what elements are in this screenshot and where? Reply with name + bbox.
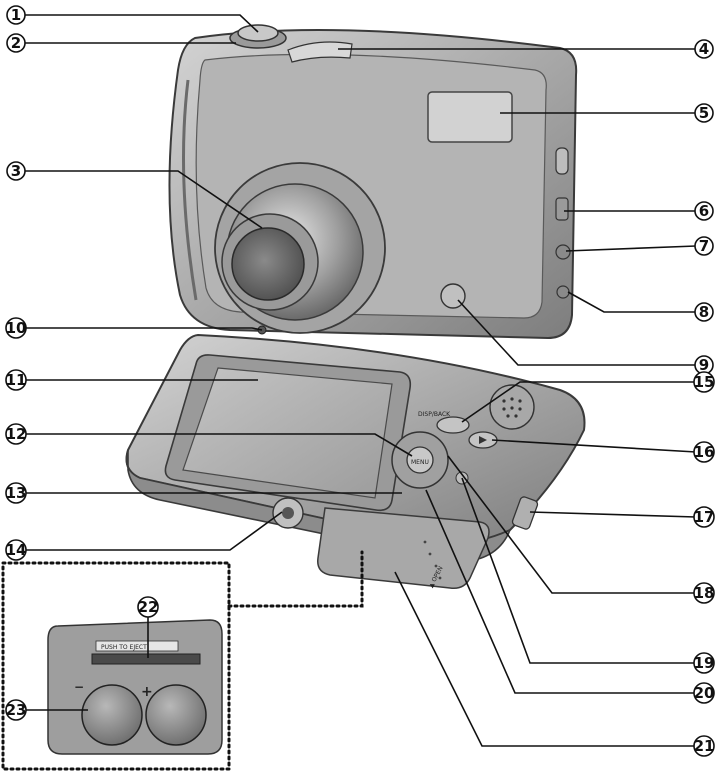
menu-ok-button (406, 446, 434, 474)
callout-5-number: 5 (699, 104, 709, 122)
callout-5: 5 (694, 103, 714, 123)
play-icon (479, 436, 487, 444)
callout-15: 15 (693, 371, 715, 393)
menu-ok-glyph: MENU (411, 459, 429, 466)
callout-6: 6 (694, 201, 714, 221)
callout-18-number: 18 (694, 584, 715, 602)
card-slot (91, 653, 201, 665)
leader-15 (461, 381, 696, 423)
callout-18: 18 (693, 582, 715, 604)
callout-13: 13 (5, 482, 27, 504)
callout-10: 10 (5, 317, 27, 339)
callout-19-number: 19 (694, 654, 715, 672)
leader-19 (461, 477, 696, 664)
callout-4: 4 (694, 39, 714, 59)
callout-12: 12 (5, 423, 27, 445)
callout-10-number: 10 (6, 319, 27, 337)
open-dots (423, 540, 442, 580)
callout-17: 17 (693, 506, 715, 528)
callout-16: 16 (693, 441, 715, 463)
callout-14-number: 14 (6, 541, 27, 559)
push-to-eject-label-bg (95, 640, 179, 652)
callout-12-number: 12 (6, 425, 27, 443)
callout-17-number: 17 (694, 508, 715, 526)
callout-15-number: 15 (694, 373, 715, 391)
inset-dotted-frame (1, 561, 231, 771)
callout-13-number: 13 (6, 484, 27, 502)
callout-20-number: 20 (694, 684, 715, 702)
callout-3-number: 3 (11, 162, 21, 180)
callout-3: 3 (6, 161, 26, 181)
callout-22: 22 (137, 596, 159, 618)
leader-16 (491, 439, 697, 453)
leader-21 (394, 571, 696, 747)
leader-3 (24, 170, 263, 229)
av-connector (555, 244, 571, 260)
callout-23-number: 23 (6, 701, 27, 719)
callout-1-number: 1 (11, 6, 21, 24)
tripod-mount-hole (282, 507, 294, 519)
viewfinder-window (427, 91, 513, 143)
battery-cover (317, 507, 490, 590)
callout-21-number: 21 (694, 737, 715, 755)
leader-1 (24, 14, 259, 33)
disp-back-text: DISP/BACK (418, 411, 451, 418)
shutter-button (237, 24, 279, 42)
battery-compartment: PUSH TO EJECT + − (47, 619, 223, 755)
speaker-holes (502, 397, 522, 418)
callout-22-number: 22 (138, 598, 159, 616)
callout-8-number: 8 (699, 303, 709, 321)
inset-connector-dotted (227, 550, 364, 608)
callout-20: 20 (693, 682, 715, 704)
leader-7 (565, 245, 697, 252)
strap-slot (511, 496, 539, 530)
callout-9-number: 9 (699, 356, 709, 374)
battery-minus-sign: − (74, 680, 84, 694)
callout-8: 8 (694, 302, 714, 322)
leader-8 (567, 291, 696, 313)
callout-11: 11 (5, 369, 27, 391)
leader-9 (457, 299, 696, 366)
grip-ridge (182, 79, 198, 301)
callout-6-number: 6 (699, 202, 709, 220)
leader-10 (24, 327, 263, 331)
battery-right (145, 684, 207, 746)
leader-20 (425, 489, 696, 694)
callout-11-number: 11 (6, 371, 27, 389)
callout-7-number: 7 (699, 237, 709, 255)
callout-14: 14 (5, 539, 27, 561)
callout-1: 1 (6, 5, 26, 25)
camera-back-view: DISP/BACK MENU ▲ OPEN (125, 325, 586, 590)
battery-left (81, 684, 143, 746)
callout-16-number: 16 (694, 443, 715, 461)
leader-17 (529, 511, 697, 518)
callout-19: 19 (693, 652, 715, 674)
callout-2: 2 (6, 33, 26, 53)
leader-lines (24, 14, 697, 747)
leader-12 (24, 433, 413, 457)
callout-2-number: 2 (11, 34, 21, 52)
strap-eyelet (555, 147, 569, 175)
callout-7: 7 (694, 236, 714, 256)
top-flash (287, 41, 353, 63)
callout-4-number: 4 (699, 40, 709, 58)
disp-back-button (436, 416, 470, 434)
usb-connector (555, 197, 569, 221)
callout-21: 21 (693, 735, 715, 757)
lcd-monitor (182, 367, 393, 499)
leader-18 (447, 455, 696, 594)
callout-23: 23 (5, 699, 27, 721)
push-to-eject-text: PUSH TO EJECT (101, 644, 147, 651)
battery-plus-sign: + (141, 684, 153, 700)
lens-glass (231, 227, 305, 301)
camera-front-view (168, 24, 578, 340)
leader-14 (24, 511, 283, 551)
dc-in-connector (556, 285, 570, 299)
